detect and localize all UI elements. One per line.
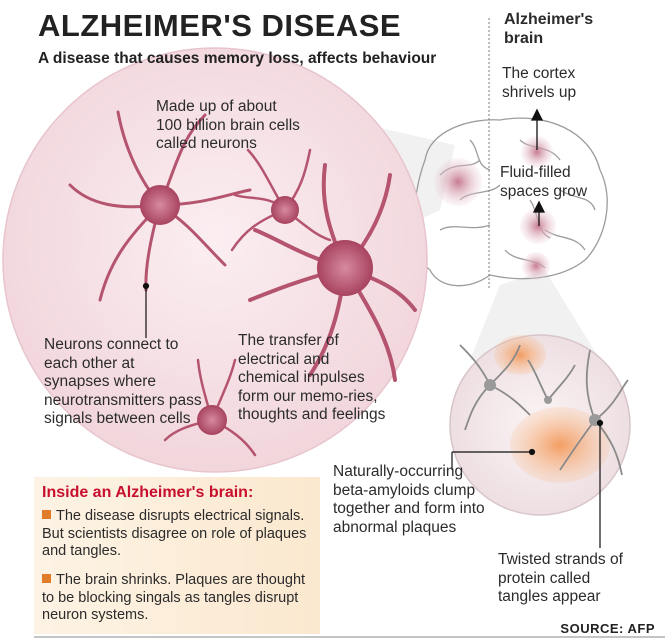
plaque-blob-1 — [494, 335, 546, 375]
neuron-pointers — [142, 282, 150, 338]
bullet-square-icon — [42, 574, 51, 583]
brain-spot-3 — [520, 208, 556, 244]
neuron-circle — [2, 47, 428, 473]
bullet-item: The disease disrupts electrical signals.… — [42, 508, 314, 561]
page-title: ALZHEIMER'S DISEASE — [38, 8, 402, 43]
label-fluid-spaces: Fluid-filled spaces grow — [500, 164, 588, 200]
neuron-somas — [140, 185, 373, 435]
bullet-item: The brain shrinks. Plaques are thought t… — [42, 572, 314, 625]
plaque-pointers — [451, 419, 604, 548]
source-credit: SOURCE: AFP — [560, 621, 655, 636]
label-beta-amyloids: Naturally-occurring beta-amyloids clump … — [333, 463, 485, 536]
brain-spot-2 — [521, 136, 553, 168]
inside-box-title: Inside an Alzheimer's brain: — [42, 484, 254, 501]
zoom-cone-right — [470, 270, 600, 360]
bullet-text: The disease disrupts electrical signals.… — [42, 508, 307, 559]
subtitle: A disease that causes memory loss, affec… — [38, 50, 437, 67]
tangle-neurons — [459, 344, 629, 476]
label-synapses: Neurons connect to each other at synapse… — [44, 336, 202, 427]
label-impulses: The transfer of electrical and chemical … — [238, 332, 386, 423]
label-neurons: Made up of about 100 billion brain cells… — [156, 98, 300, 152]
plaque-blob-2 — [510, 407, 610, 483]
inside-alzheimers-box: Inside an Alzheimer's brain: The disease… — [34, 477, 320, 634]
side-arrows — [530, 108, 546, 226]
brain-spot-1 — [434, 158, 482, 206]
brain-spot-4 — [522, 252, 550, 280]
bullet-text: The brain shrinks. Plaques are thought t… — [42, 572, 306, 623]
label-cortex: The cortex shrivels up — [502, 65, 577, 101]
side-panel-title: Alzheimer's brain — [504, 11, 594, 47]
bullet-square-icon — [42, 510, 51, 519]
label-tangles: Twisted strands of protein called tangle… — [498, 551, 623, 605]
